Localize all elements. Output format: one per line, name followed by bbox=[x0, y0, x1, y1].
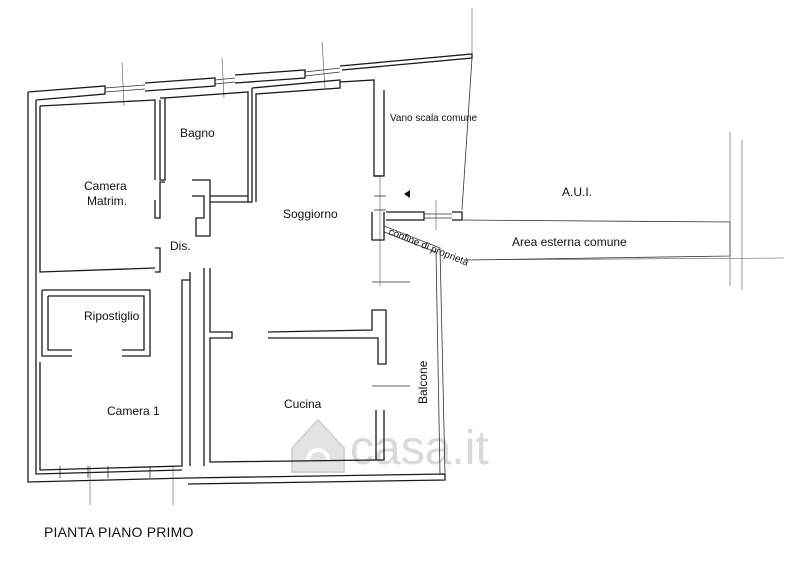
soggiorno-label: Soggiorno bbox=[283, 207, 338, 221]
aui-label: A.U.I. bbox=[562, 185, 592, 199]
ripostiglio-label: Ripostiglio bbox=[84, 309, 140, 323]
camera-matrim-label-1: Camera bbox=[84, 179, 127, 193]
cucina-label: Cucina bbox=[284, 397, 322, 411]
watermark: casa.it bbox=[291, 418, 489, 475]
balcone-label: Balcone bbox=[416, 360, 430, 404]
soggiorno-room bbox=[203, 79, 410, 466]
bagno-label: Bagno bbox=[180, 126, 215, 140]
entry-arrow-icon bbox=[404, 190, 410, 198]
area-esterna-label: Area esterna comune bbox=[512, 235, 627, 249]
camera1-label: Camera 1 bbox=[107, 404, 160, 418]
vano-scala-label: Vano scala comune bbox=[390, 113, 478, 124]
watermark-text: casa.it bbox=[350, 422, 489, 475]
outer-walls bbox=[27, 8, 473, 505]
balcone-area bbox=[371, 200, 463, 475]
camera-matrim-room bbox=[39, 99, 165, 273]
house-icon bbox=[291, 418, 345, 473]
bagno-room bbox=[159, 88, 253, 237]
plan-title: PIANTA PIANO PRIMO bbox=[44, 524, 194, 540]
dis-label: Dis. bbox=[170, 239, 191, 253]
area-esterna bbox=[461, 132, 785, 290]
camera-matrim-label-2: Matrim. bbox=[87, 194, 127, 208]
camera1-room bbox=[39, 272, 191, 471]
confine-label: confine di proprietà bbox=[387, 227, 470, 269]
ripostiglio-room bbox=[41, 289, 151, 357]
